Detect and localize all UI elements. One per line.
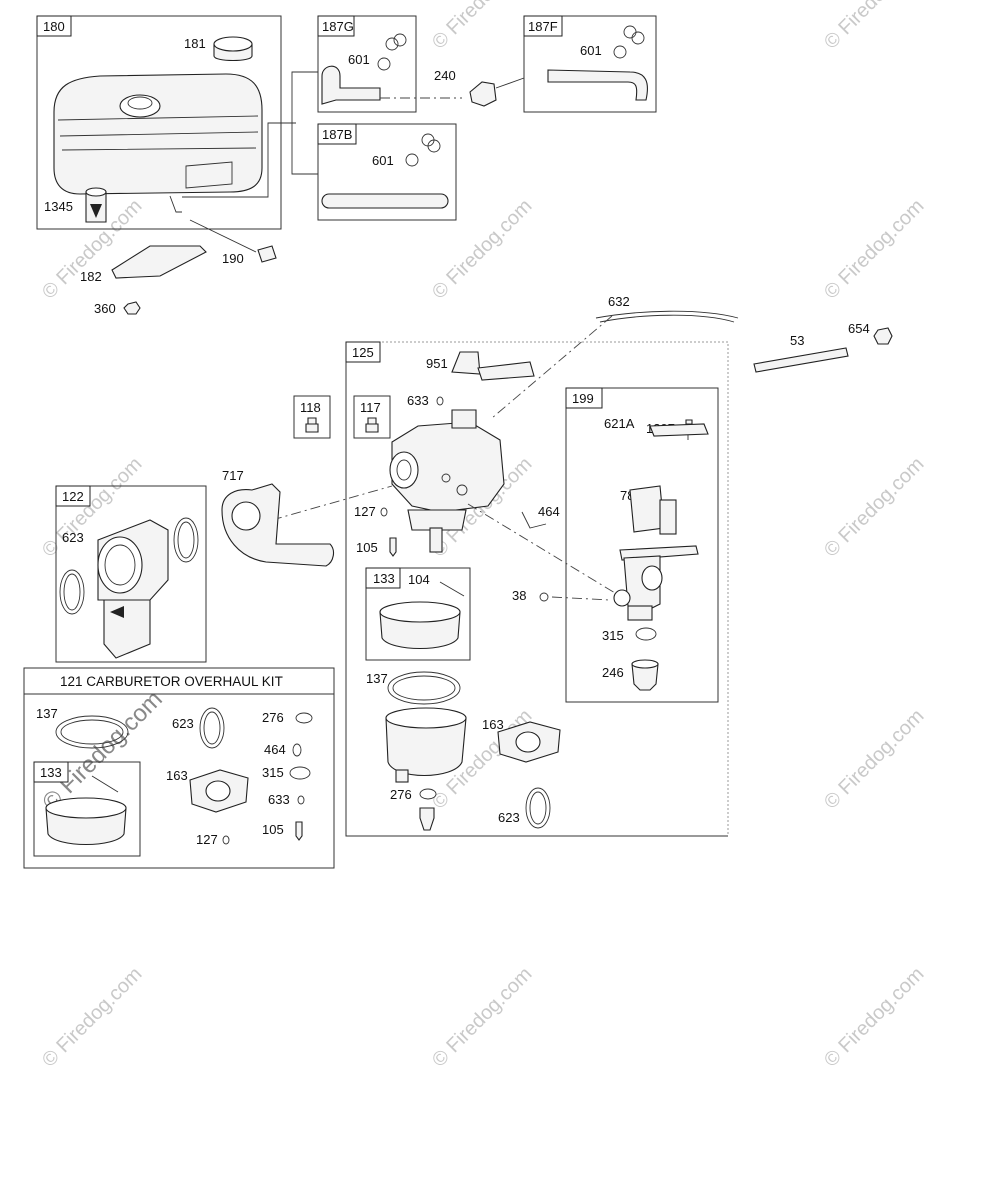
- watermark: © Firedog.com: [428, 963, 537, 1072]
- part-label-276-b: 276: [262, 710, 284, 725]
- kit-title: 121 CARBURETOR OVERHAUL KIT: [60, 674, 283, 689]
- o-ring: [525, 787, 551, 829]
- part-label-105-b: 105: [262, 822, 284, 837]
- box-label-122: 122: [62, 489, 84, 504]
- bowl-gasket: [387, 671, 461, 705]
- box-180: [36, 15, 282, 230]
- part-label-182: 182: [80, 269, 102, 284]
- box-label-180: 180: [43, 19, 65, 34]
- box-label-187B: 187B: [322, 127, 352, 142]
- choke-lever: [451, 351, 481, 375]
- part-label-464-b: 464: [264, 742, 286, 757]
- part-label-246: 246: [602, 665, 624, 680]
- mounting-stud: [753, 347, 849, 373]
- fuel-tank-group: 180 181 1345: [36, 15, 282, 230]
- carburetor-body: [391, 421, 505, 513]
- watermark: © Firedog.com: [428, 195, 537, 304]
- fuel-hose: [547, 69, 648, 101]
- part-label-315-a: 315: [602, 628, 624, 643]
- box-label-133-b: 133: [40, 765, 62, 780]
- fuel-line-group-187G: 187G 601: [317, 15, 417, 113]
- tank-bracket: [111, 245, 207, 279]
- part-label-38: 38: [512, 588, 526, 603]
- part-label-601-b: 601: [580, 43, 602, 58]
- fuel-line-group-187F: 187F 601: [523, 15, 657, 113]
- box-label-133-a: 133: [373, 571, 395, 586]
- part-label-633-a: 633: [407, 393, 429, 408]
- solenoid-connector: [629, 485, 665, 533]
- part-label-137-a: 137: [366, 671, 388, 686]
- box-label-118: 118: [300, 400, 321, 415]
- box-label-117: 117: [360, 400, 381, 415]
- governor-spring: [595, 310, 739, 323]
- part-label-181: 181: [184, 36, 206, 51]
- box-tag-180: [36, 15, 72, 37]
- solenoid-body: [619, 545, 699, 561]
- leader-lines-tank: [182, 71, 318, 198]
- part-label-190: 190: [222, 251, 244, 266]
- watermark: © Firedog.com: [38, 963, 147, 1072]
- part-label-623-c: 623: [172, 716, 194, 731]
- part-label-240: 240: [434, 68, 456, 83]
- carburetor-group: 125 951 633 127 105 464 38 133 104: [345, 341, 729, 837]
- fuel-hose: [321, 65, 381, 105]
- fuel-solenoid-group: 199 1297 621A 787 315 246: [565, 387, 719, 703]
- box-label-199: 199: [572, 391, 594, 406]
- watermark: © Firedog.com: [820, 0, 929, 54]
- overhaul-kit-group: 121 CARBURETOR OVERHAUL KIT 137 133 623 …: [23, 667, 335, 869]
- bowl-bolt: [419, 807, 435, 831]
- assembly-line: [551, 596, 611, 601]
- air-intake-group: 122 623: [55, 485, 207, 663]
- part-label-951: 951: [426, 356, 448, 371]
- hex-nut: [873, 327, 893, 345]
- part-label-127-a: 127: [354, 504, 376, 519]
- part-label-717: 717: [222, 468, 244, 483]
- box-label-187G: 187G: [322, 19, 354, 34]
- part-label-601-c: 601: [372, 153, 394, 168]
- part-label-621A: 621A: [604, 416, 635, 431]
- fuel-fitting: [257, 245, 277, 263]
- part-label-654: 654: [848, 321, 870, 336]
- hex-nut: [123, 301, 141, 315]
- part-label-623-a: 623: [62, 530, 84, 545]
- part-label-53: 53: [790, 333, 804, 348]
- bracket: [649, 423, 709, 437]
- part-label-633-b: 633: [268, 792, 290, 807]
- part-label-276-a: 276: [390, 787, 412, 802]
- part-label-137-b: 137: [36, 706, 58, 721]
- watermark: © Firedog.com: [820, 705, 929, 814]
- part-label-315-b: 315: [262, 765, 284, 780]
- watermark: © Firedog.com: [820, 453, 929, 562]
- box-label-125: 125: [352, 345, 374, 360]
- part-label-105-a: 105: [356, 540, 378, 555]
- fuel-hose: [321, 193, 449, 209]
- watermark: © Firedog.com: [820, 195, 929, 304]
- watermark: © Firedog.com: [428, 0, 537, 54]
- part-label-623-b: 623: [498, 810, 520, 825]
- part-label-1345: 1345: [44, 199, 73, 214]
- shutoff-valve: [469, 81, 497, 107]
- box-label-187F: 187F: [528, 19, 558, 34]
- part-label-104: 104: [408, 572, 430, 587]
- assembly-line: [491, 315, 613, 419]
- part-label-632: 632: [608, 294, 630, 309]
- part-label-464-a: 464: [538, 504, 560, 519]
- tank-filler-neck: [119, 94, 161, 118]
- watermark: © Firedog.com: [820, 963, 929, 1072]
- part-label-127-b: 127: [196, 832, 218, 847]
- part-label-163-b: 163: [166, 768, 188, 783]
- fuel-line-group-187B: 187B 601: [317, 123, 457, 221]
- part-label-601-a: 601: [348, 52, 370, 67]
- part-label-163-a: 163: [482, 717, 504, 732]
- part-label-360: 360: [94, 301, 116, 316]
- assembly-line: [271, 485, 393, 521]
- assembly-line: [467, 503, 621, 597]
